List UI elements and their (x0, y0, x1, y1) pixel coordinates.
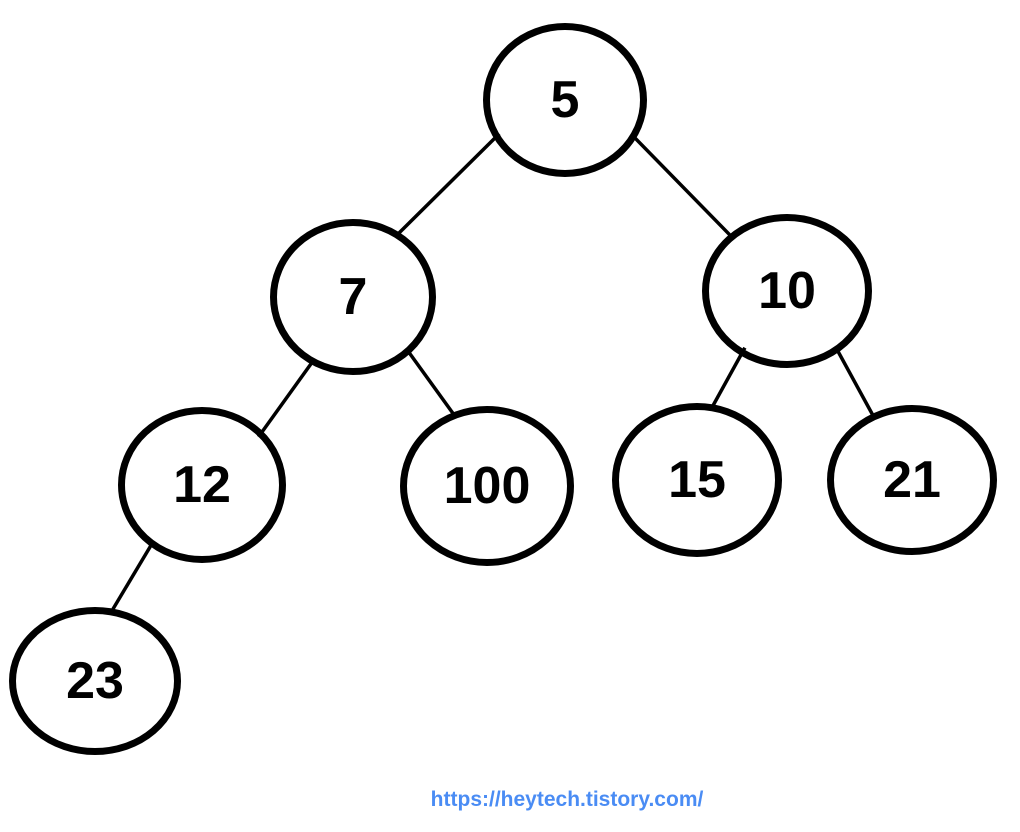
tree-node-circle-23 (9, 607, 181, 755)
tree-node-label-100: 100 (444, 457, 531, 515)
tree-node-label-5: 5 (551, 71, 580, 129)
tree-edge-10-15 (710, 346, 747, 409)
tree-edge-7-100 (408, 352, 457, 418)
footer-url: https://heytech.tistory.com/ (430, 788, 704, 811)
tree-edge-5-10 (631, 134, 733, 238)
tree-node-circle-7 (270, 219, 436, 375)
tree-node-label-21: 21 (883, 451, 941, 509)
tree-edge-12-23 (111, 540, 155, 611)
tree-edge-7-12 (257, 362, 313, 438)
tree-node-circle-100 (400, 406, 574, 566)
tree-node-circle-21 (827, 405, 997, 555)
tree-node-label-23: 23 (66, 652, 124, 710)
tree-node-circle-15 (612, 403, 782, 557)
tree-node-circle-10 (702, 214, 872, 368)
tree-edge-5-7 (396, 132, 501, 236)
tree-node-circle-12 (118, 407, 286, 563)
tree-node-label-7: 7 (339, 268, 368, 326)
tree-node-label-10: 10 (758, 262, 816, 320)
tree-node-circle-5 (483, 23, 647, 177)
tree-edge-10-21 (835, 348, 875, 417)
tree-node-label-15: 15 (668, 451, 726, 509)
tree-node-label-12: 12 (173, 456, 231, 514)
